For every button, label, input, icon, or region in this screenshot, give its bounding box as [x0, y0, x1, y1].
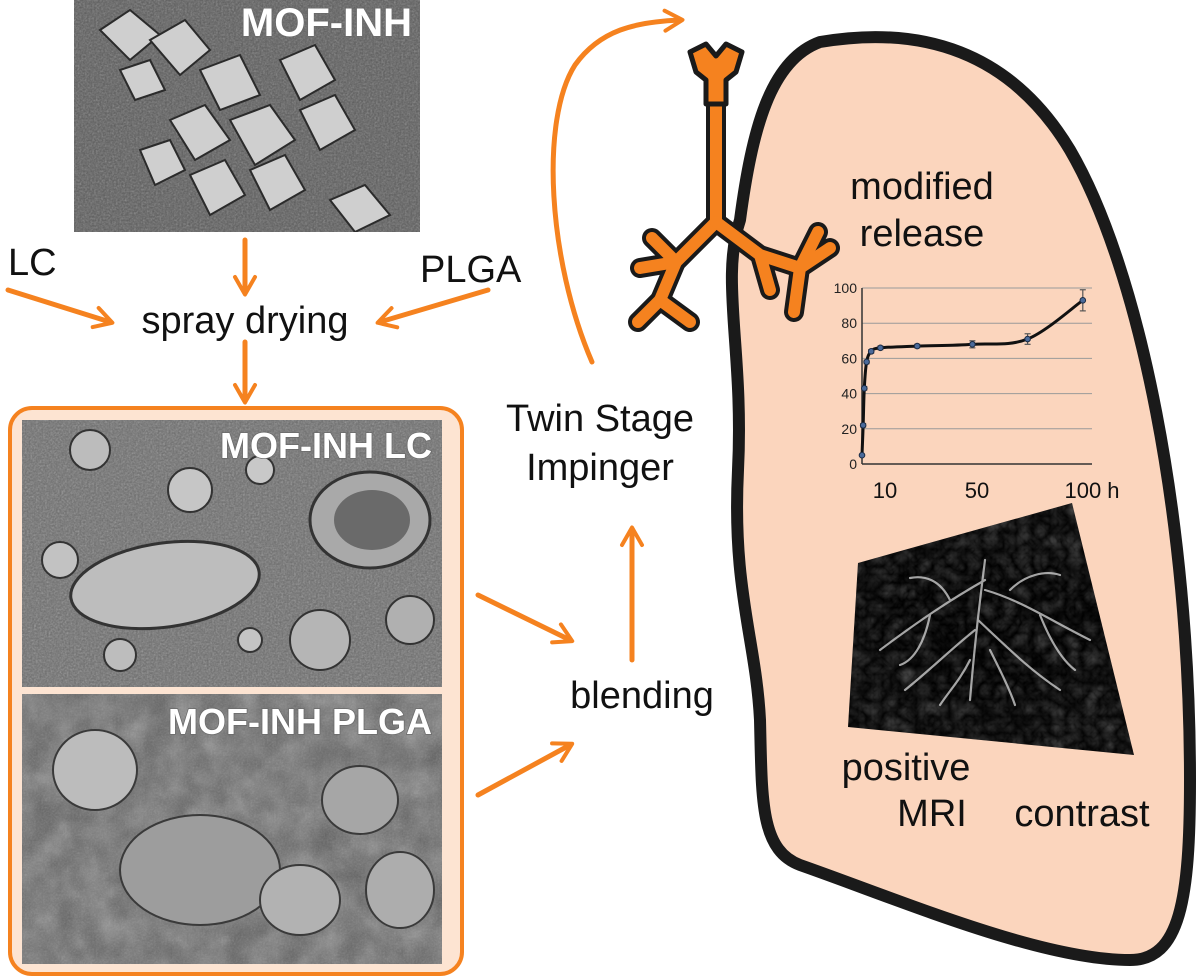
y-tick-label: 20 [841, 421, 857, 437]
label-plga: PLGA [420, 249, 522, 291]
x-tick-label: 50 [965, 478, 989, 503]
x-tick-label: 10 [873, 478, 897, 503]
release-data-point [1079, 297, 1087, 304]
label-mri: MRI [897, 793, 967, 835]
sem-image-mof-inh: MOF-INH [74, 0, 420, 232]
x-tick-label: 100 h [1064, 478, 1119, 503]
release-data-point [859, 421, 867, 429]
label-modified: modified [850, 166, 994, 208]
release-series-line [860, 299, 1084, 456]
release-data-point [1024, 335, 1031, 343]
y-tick-label: 40 [841, 386, 857, 402]
arrow-plga-to-spray [375, 287, 491, 330]
y-tick-label: 0 [849, 456, 857, 472]
flow-arrows [5, 8, 685, 798]
sem-title-mof-inh-plga: MOF-INH PLGA [168, 701, 432, 742]
sem-title-mof-inh: MOF-INH [241, 1, 412, 45]
release-data-point [858, 451, 866, 459]
label-impinger-line2: Impinger [526, 447, 674, 489]
label-blending: blending [570, 675, 714, 717]
release-data-point [861, 385, 868, 392]
sem-title-mof-inh-lc: MOF-INH LC [220, 425, 432, 466]
bronchi-icon [628, 41, 840, 332]
release-data-point [877, 344, 884, 352]
label-lc: LC [8, 242, 57, 284]
label-contrast: contrast [1014, 793, 1150, 835]
release-data-point [867, 348, 875, 355]
release-data-point [913, 342, 921, 350]
arrow-lc-to-blend [475, 592, 575, 645]
sem-image-mof-inh-lc: MOF-INH LC [22, 420, 442, 687]
label-impinger-line1: Twin Stage [506, 398, 694, 440]
arrow-lc-to-spray [5, 287, 115, 330]
sem-image-mof-inh-plga: MOF-INH PLGA [22, 694, 442, 964]
y-tick-label: 80 [841, 315, 857, 331]
release-chart: 0 20 40 60 80 100 10 50 100 h [834, 280, 1120, 503]
label-spray-drying: spray drying [142, 300, 349, 342]
release-data-point [969, 341, 976, 348]
arrow-impinger-to-lung [550, 8, 685, 365]
label-positive: positive [842, 747, 971, 789]
mri-image [848, 503, 1134, 755]
release-data-point [863, 358, 870, 366]
y-tick-label: 100 [834, 280, 858, 296]
arrow-plga-to-blend [475, 741, 575, 798]
label-release: release [860, 213, 985, 255]
y-tick-label: 60 [841, 350, 857, 366]
